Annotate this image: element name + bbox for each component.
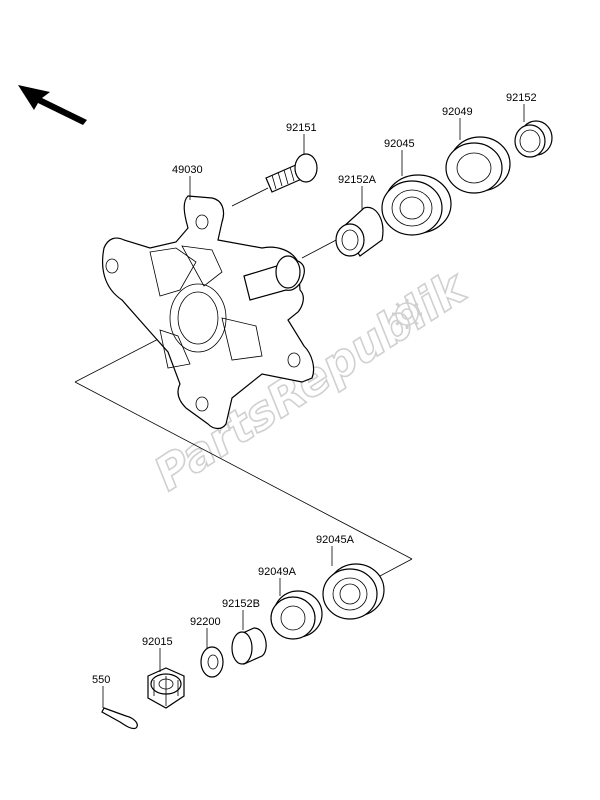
label-92015: 92015 xyxy=(142,636,173,648)
bolt-92151 xyxy=(265,153,318,193)
label-92151: 92151 xyxy=(286,122,317,134)
label-92152A: 92152A xyxy=(338,174,377,186)
label-92049A: 92049A xyxy=(258,566,297,578)
label-92045A: 92045A xyxy=(316,534,355,546)
label-92049: 92049 xyxy=(442,106,473,118)
label-92152B: 92152B xyxy=(222,598,260,610)
arrow-up-left-icon xyxy=(18,85,87,125)
bearing-92045 xyxy=(381,174,452,236)
collar-92152 xyxy=(514,120,553,158)
washer-92200 xyxy=(200,646,224,678)
part-labels: 49030 92151 92152A 92045 92049 92152 920… xyxy=(92,92,537,686)
gear-icon xyxy=(392,299,422,329)
seal-92049 xyxy=(445,136,511,194)
label-92152: 92152 xyxy=(506,92,537,104)
pin-550 xyxy=(101,707,138,730)
seal-92049A xyxy=(270,590,323,640)
collar-92152A xyxy=(335,206,384,257)
assembly-frame xyxy=(74,187,413,577)
hub-49030 xyxy=(101,195,315,430)
nut-92015 xyxy=(147,667,185,709)
label-49030: 49030 xyxy=(172,164,203,176)
label-92200: 92200 xyxy=(190,616,221,628)
label-92045: 92045 xyxy=(384,138,415,150)
leader-lines xyxy=(102,104,525,708)
bearing-92045A xyxy=(322,563,385,620)
collar-92152B xyxy=(231,627,267,665)
label-550: 550 xyxy=(92,674,110,686)
